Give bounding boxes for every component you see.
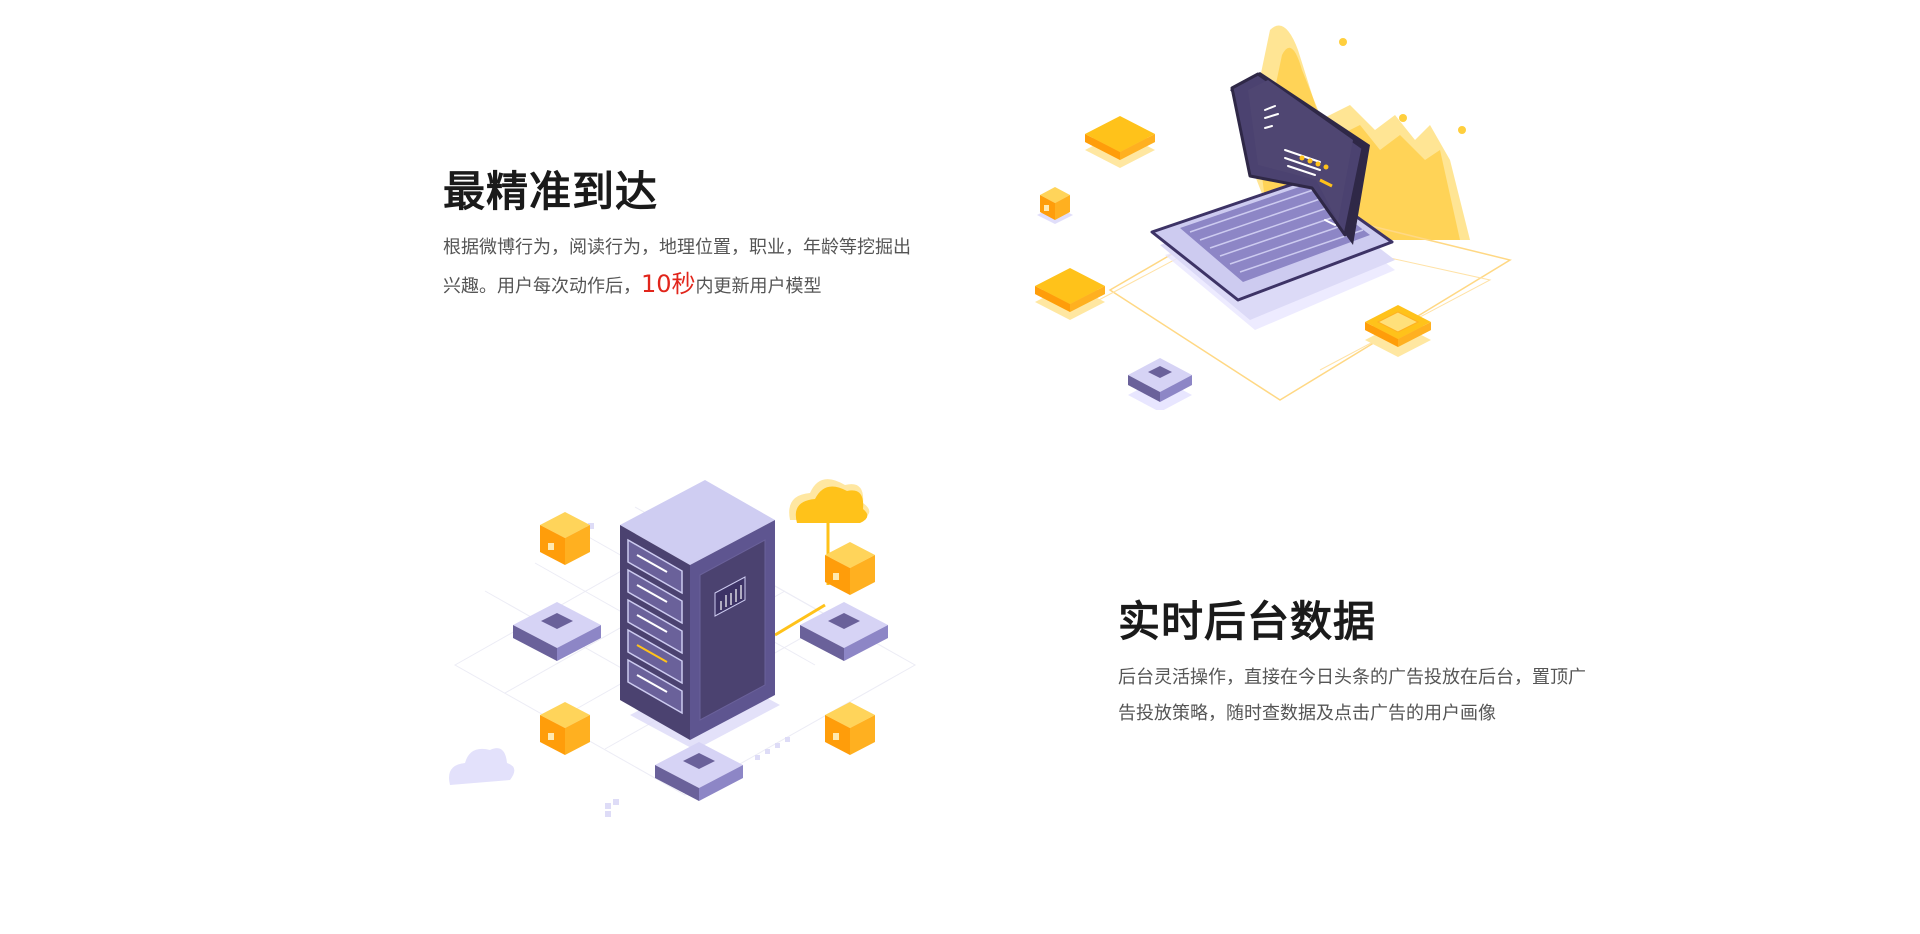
feature-description: 根据微博行为，阅读行为，地理位置，职业，年龄等挖掘出兴趣。用户每次动作后，10秒… (443, 230, 913, 305)
description-text: 根据微博行为，阅读行为，地理位置，职业，年龄等挖掘出兴趣。用户每次动作后， (443, 237, 911, 297)
highlight-value: 10秒 (641, 270, 696, 298)
description-text-after: 内更新用户模型 (695, 276, 822, 297)
feature-precise-reach: 最精准到达 根据微博行为，阅读行为，地理位置，职业，年龄等挖掘出兴趣。用户每次动… (0, 0, 1920, 420)
feature-title: 最精准到达 (443, 167, 659, 216)
feature-title: 实时后台数据 (1118, 597, 1377, 646)
stack-tile-icon (1085, 116, 1155, 168)
laptop-analytics-illustration (1020, 10, 1520, 410)
server-rack-illustration (445, 465, 925, 865)
feature-description: 后台灵活操作，直接在今日头条的广告投放在后台，置顶广告投放策略，随时查数据及点击… (1118, 667, 1586, 724)
feature-realtime-backend: 实时后台数据 后台灵活操作，直接在今日头条的广告投放在后台，置顶广告投放策略，随… (0, 420, 1920, 934)
